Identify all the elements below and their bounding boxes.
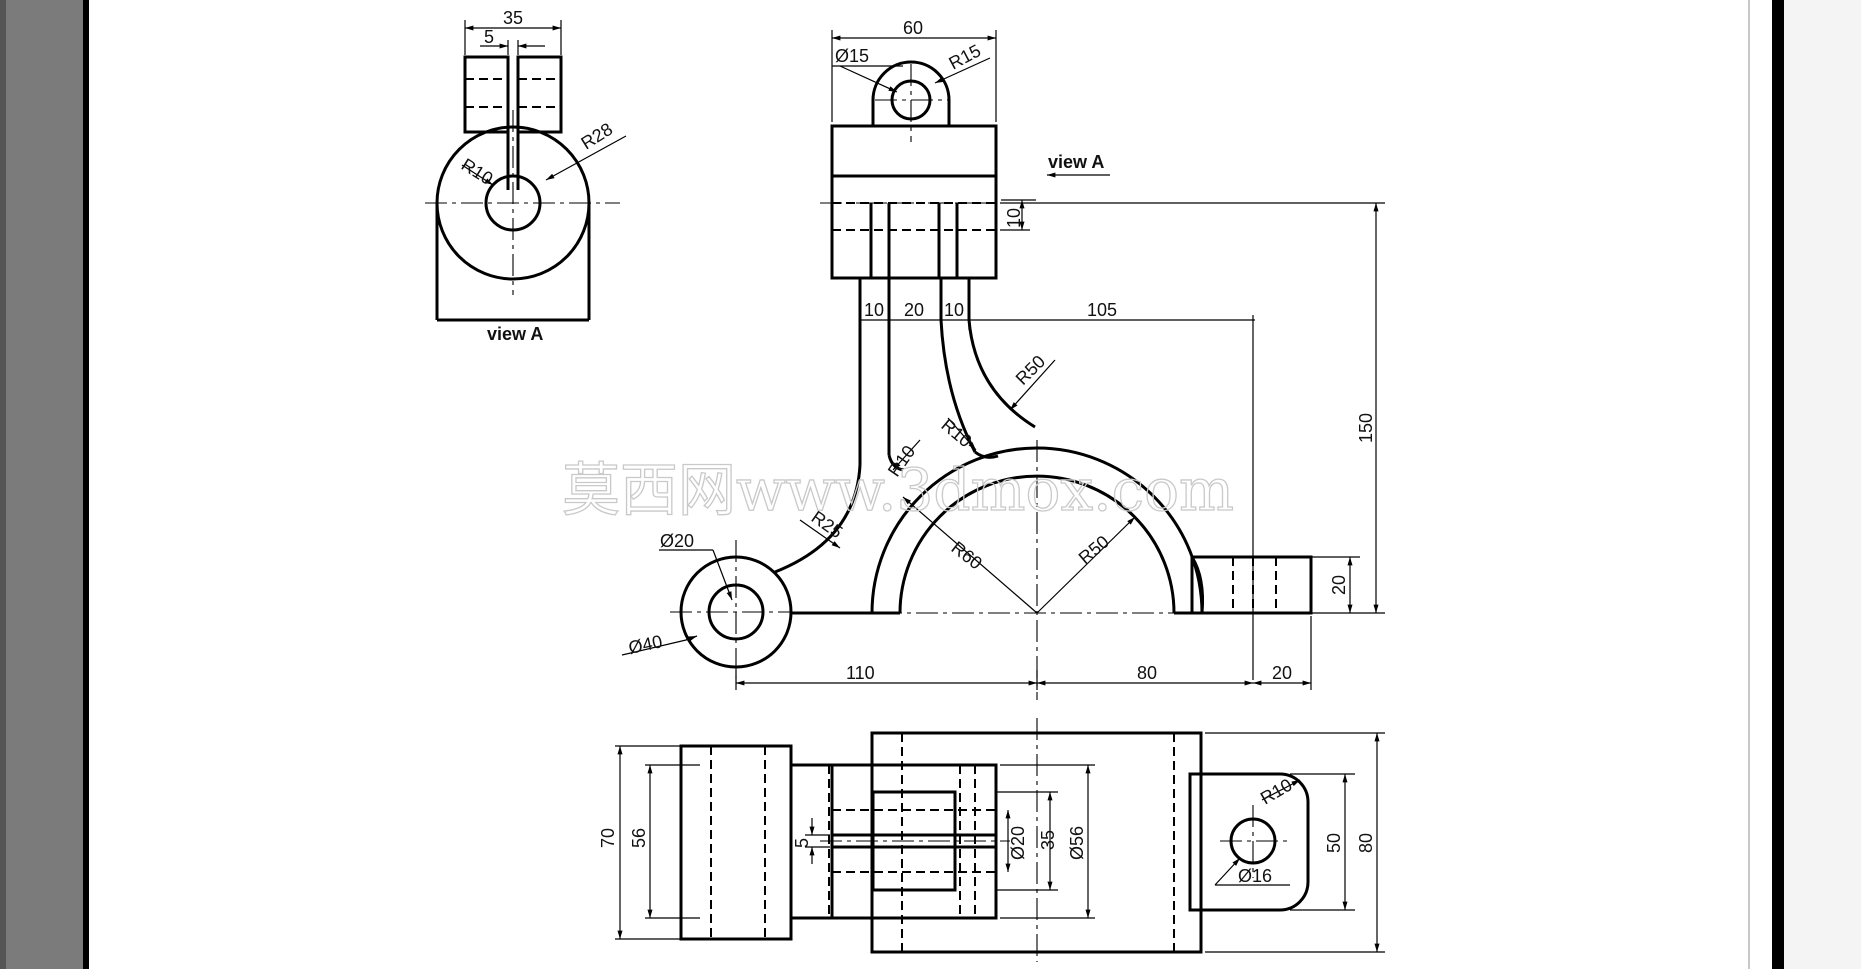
dim-tv-56: 56 — [629, 828, 649, 848]
dim-tv-r10: R10 — [1257, 775, 1296, 809]
dim-tv-80: 80 — [1356, 833, 1376, 853]
dim-fv-r50-lower: R50 — [1075, 532, 1113, 569]
dim-fv-20-horizontal: 20 — [1272, 663, 1292, 683]
top-view: 70 56 5 Ø20 35 Ø56 R10 Ø16 50 — [598, 718, 1385, 962]
dim-tv-d56: Ø56 — [1067, 826, 1087, 860]
dim-fv-d15: Ø15 — [835, 46, 869, 66]
dim-fv-r10-right: R10 — [937, 415, 975, 452]
dim-va-35: 35 — [503, 8, 523, 28]
page-right-border — [1772, 0, 1784, 969]
dim-tv-50: 50 — [1324, 833, 1344, 853]
view-a-arrow-label: view A — [1048, 152, 1104, 172]
dim-va-5: 5 — [484, 27, 494, 47]
dim-fv-r50-upper: R50 — [1012, 351, 1049, 388]
dim-fv-10-vertical: 10 — [1004, 208, 1024, 228]
dim-fv-60: 60 — [903, 18, 923, 38]
dim-fv-20: 20 — [904, 300, 924, 320]
viewer-left-edge — [0, 0, 6, 969]
dim-tv-5: 5 — [792, 838, 812, 848]
viewer-right-margin — [1784, 0, 1861, 969]
drawing-page — [88, 0, 1774, 969]
front-view: 60 Ø15 R15 view A 10 10 20 10 105 150 20 — [621, 18, 1385, 700]
dim-fv-r60: R60 — [948, 537, 986, 573]
dim-fv-110: 110 — [846, 663, 875, 683]
dim-tv-d16: Ø16 — [1238, 866, 1272, 886]
dim-fv-80: 80 — [1137, 663, 1157, 683]
page-frame-line — [1748, 0, 1750, 969]
watermark-text: 莫西网www.3dmox.com — [562, 456, 1234, 524]
dim-tv-d20: Ø20 — [1008, 826, 1028, 860]
view-a-side: 35 5 R28 R10 view A — [425, 8, 627, 344]
dim-fv-d40: Ø40 — [627, 631, 664, 658]
dim-fv-105: 105 — [1087, 300, 1117, 320]
dim-fv-20-vertical: 20 — [1329, 575, 1349, 595]
page-left-border — [83, 0, 89, 969]
dim-fv-150: 150 — [1356, 413, 1376, 443]
dim-va-r28: R28 — [578, 119, 617, 153]
dim-fv-10b: 10 — [944, 300, 964, 320]
dim-fv-10a: 10 — [864, 300, 884, 320]
dim-tv-70: 70 — [598, 828, 618, 848]
dim-tv-35: 35 — [1038, 830, 1058, 850]
dim-fv-d20: Ø20 — [660, 531, 694, 551]
view-a-caption: view A — [487, 324, 543, 344]
dim-fv-r15: R15 — [945, 40, 984, 73]
